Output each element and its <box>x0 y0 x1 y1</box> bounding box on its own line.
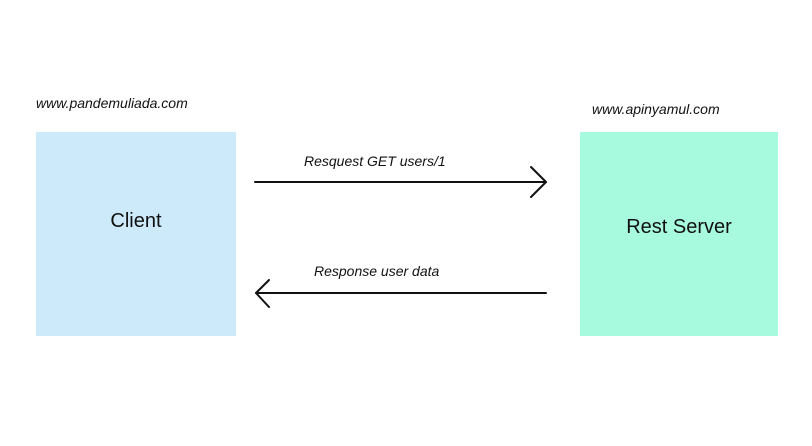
server-label: Rest Server <box>626 215 732 238</box>
server-box: Rest Server <box>580 132 778 336</box>
server-url: www.apinyamul.com <box>592 101 720 117</box>
request-arrowhead <box>530 166 547 198</box>
response-arrowhead <box>255 279 270 308</box>
request-label: Resquest GET users/1 <box>304 153 446 169</box>
client-url: www.pandemuliada.com <box>36 95 188 111</box>
client-box: Client <box>36 132 236 336</box>
response-arrow <box>255 279 547 308</box>
response-label: Response user data <box>314 263 440 279</box>
request-arrow <box>254 166 547 198</box>
client-label: Client <box>110 209 162 232</box>
